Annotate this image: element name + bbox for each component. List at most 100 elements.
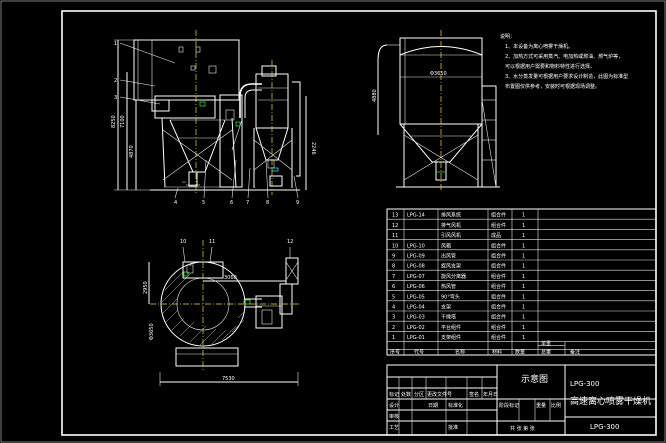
bom-row-no: 5: [392, 294, 395, 300]
bom-row-material: 组合件: [491, 324, 506, 331]
bom-header-material: 材料: [492, 349, 502, 356]
dim-front-3: 4870: [129, 145, 135, 158]
callout-8: 8: [266, 200, 269, 206]
callout-7: 7: [246, 200, 249, 206]
bom-row-qty: 1: [522, 315, 525, 321]
bom-header-name: 名称: [455, 349, 465, 356]
dim-side-diameter: Φ3650: [430, 71, 447, 77]
note-3: 3、水分蒸发量可根据用户要求设计制造，此图为标准型: [505, 73, 628, 80]
bom-row-name: 风箱: [441, 242, 451, 249]
sign-label-1: 日期: [428, 403, 438, 409]
bom-header-note: 备注: [570, 349, 580, 356]
callout-1: 1: [114, 41, 117, 47]
bom-row-material: 组合件: [491, 293, 506, 300]
bom-row-code: LPG-08: [407, 264, 425, 270]
bom-row-material: 组合件: [491, 304, 506, 311]
bom-row-qty: 1: [522, 213, 525, 219]
bom-row-no: 12: [392, 223, 398, 229]
bom-row-material: 组合件: [491, 222, 506, 229]
bom-row-qty: 1: [522, 254, 525, 260]
bom-header-unit-weight: 单重: [541, 340, 551, 347]
model-bottom: LPG-300: [590, 423, 619, 431]
sign-label-2: 标准化: [448, 402, 463, 409]
rev-label-0: 标记: [389, 391, 399, 398]
bom-row-name: 支架: [441, 304, 451, 311]
stage-label: 阶段标记: [499, 402, 519, 409]
dim-side-height: 4880: [372, 89, 378, 102]
bom-row-name: 引风风机: [441, 232, 461, 239]
callout-6: 6: [230, 200, 233, 206]
dim-front-1: 8250: [111, 115, 117, 128]
dim-front-2: 7100: [120, 115, 126, 128]
rev-label-1: 处数: [401, 391, 411, 398]
bom-row-no: 13: [392, 213, 398, 219]
bom-header-no: 序号: [390, 349, 400, 356]
bom-row-qty: 1: [522, 305, 525, 311]
bom-row-no: 11: [392, 233, 398, 239]
bom-row-no: 6: [392, 284, 395, 290]
sign-label-0: 设计: [389, 402, 399, 409]
bom-row-name: 旋风支架: [441, 263, 461, 270]
sheet-count: 共 张 第 张: [510, 425, 535, 432]
sign-label-3: 审核: [389, 413, 399, 420]
callout-2: 2: [114, 78, 117, 84]
bom-row-code: LPG-04: [407, 305, 425, 311]
bom-row-name: 支架组件: [441, 334, 461, 341]
bom-row-code: LPG-14: [407, 213, 425, 219]
dim-plan-7530: 7530: [222, 376, 235, 382]
side-view: Φ3650 4880: [372, 30, 500, 192]
bom-row-qty: 1: [522, 335, 525, 341]
bom-row-material: 组合件: [491, 242, 506, 249]
bom-row-name: 排气风机: [441, 222, 461, 229]
bom-row-qty: 1: [522, 264, 525, 270]
callout-9: 9: [296, 200, 299, 206]
bom-header-total-weight: 总重: [541, 349, 551, 356]
rev-label-4: 签名: [469, 391, 479, 398]
bom-row-material: 组合件: [491, 212, 506, 219]
note-3b: 布置图仅供参考，安装时可根据现场调整。: [505, 83, 600, 90]
notes-block: 说明： 1、本设备为离心喷雾干燥机。 2、加热方式可采用蒸汽、电加热或燃油、燃气…: [500, 33, 628, 90]
bom-row-material: 组合件: [491, 263, 506, 270]
bom-row-name: 平台组件: [441, 324, 461, 331]
bom-row-name: 旋风分离器: [441, 273, 466, 280]
bom-row-no: 8: [392, 264, 395, 270]
bom-row-code: LPG-05: [407, 294, 425, 300]
drawing-type: 示意图: [521, 373, 548, 385]
plan-view: 3060 2950 Φ3650 7530 10 11 12: [143, 239, 300, 386]
rev-label-5: 年月日: [483, 391, 498, 398]
bom-row-no: 2: [392, 325, 395, 331]
callout-11: 11: [209, 239, 215, 245]
bom-row-name: 干燥塔: [441, 314, 456, 321]
bom-row-material: 组合件: [491, 253, 506, 260]
sign-label-5: 批准: [448, 424, 458, 431]
bom-row-qty: 1: [522, 233, 525, 239]
bom-header-code: 代号: [414, 349, 424, 356]
callout-12: 12: [287, 239, 293, 245]
note-2: 2、加热方式可采用蒸汽、电加热或燃油、燃气炉等，: [505, 53, 623, 60]
bom-row-material: 组合件: [491, 314, 506, 321]
bom-row-code: LPG-02: [407, 325, 425, 331]
bom-row-qty: 1: [522, 284, 525, 290]
bom-row-no: 1: [392, 335, 395, 341]
bom-row-name: 热风管: [441, 283, 456, 290]
bom-row-code: LPG-06: [407, 284, 425, 290]
bom-row-material: 成品: [491, 232, 501, 239]
rev-label-2: 分区: [414, 391, 424, 398]
bom-row-name: 排风系统: [441, 212, 461, 219]
product-name: 高速离心喷雾干燥机: [570, 395, 651, 407]
bom-row-code: LPG-10: [407, 243, 425, 249]
bom-row-no: 4: [392, 305, 395, 311]
callout-3: 3: [114, 95, 117, 101]
callout-10: 10: [180, 239, 186, 245]
callout-5: 5: [202, 200, 205, 206]
bom-row-material: 组合件: [491, 273, 506, 280]
scale-label: 比例: [551, 402, 561, 409]
bom-row-qty: 1: [522, 325, 525, 331]
dim-front-4: 2246: [310, 142, 316, 155]
bom-row-code: LPG-03: [407, 315, 425, 321]
title-block: 示意图 LPG-300 高速离心喷雾干燥机 LPG-300 标记 处数 分区 更…: [386, 364, 657, 436]
bom-row-name: 90°弯头: [441, 293, 460, 300]
